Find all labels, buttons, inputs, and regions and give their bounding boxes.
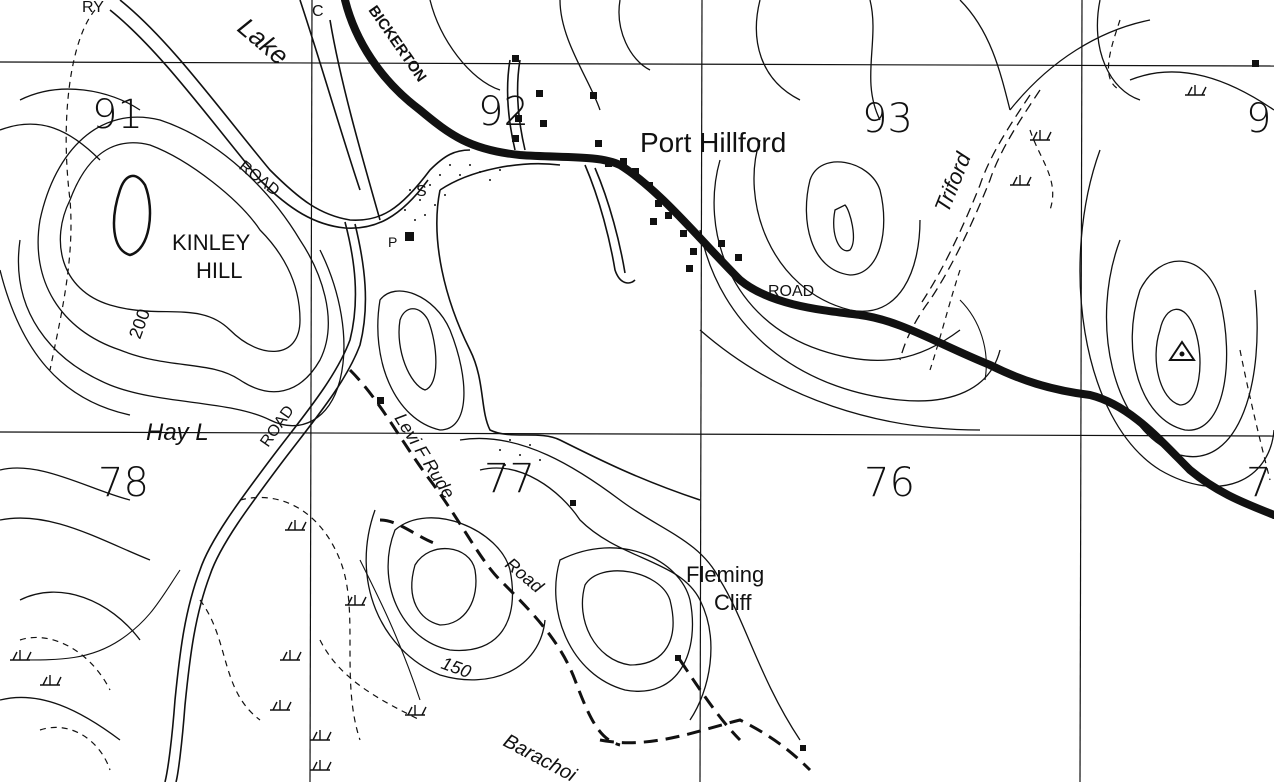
place-kinley: KINLEY [172, 230, 251, 255]
place-cliff: Cliff [714, 590, 752, 615]
place-fleming: Fleming [686, 562, 764, 587]
place-port-hillford: Port Hillford [640, 127, 786, 158]
contour-label-150: 150 [439, 653, 474, 682]
streams [19, 299, 987, 701]
trail-roads [348, 368, 812, 772]
place-barachois: Barachoi [500, 730, 581, 782]
road-label-c-top: C [312, 3, 324, 20]
grid-label-92: 92 [478, 89, 529, 135]
dashed-contours [19, 9, 1271, 771]
shoreline [299, 0, 701, 501]
road-label-corner-top: RY [82, 0, 104, 16]
beach-stipple [404, 164, 541, 466]
road-label-bickerton: BICKERTON [365, 3, 430, 86]
grid-label-76: 76 [864, 460, 915, 506]
triangulation-icon [1168, 340, 1196, 361]
road-label-levi-f-rude: Levi F Rude [391, 410, 459, 503]
road-label-road-nw: ROAD [236, 158, 283, 200]
road-label-road-levi: Road [501, 554, 548, 598]
grid-label-9-partial: 9 [1246, 96, 1271, 142]
buildings [377, 55, 1259, 751]
secondary-roads [109, 0, 636, 782]
grid-label-7-partial: 7 [1246, 460, 1271, 506]
grid-label-77: 77 [484, 456, 535, 502]
place-hay-lake: Hay L [146, 419, 209, 446]
place-lake: Lake [232, 12, 294, 71]
grid-label-91: 91 [92, 92, 143, 138]
post-office-symbol: P [388, 234, 397, 250]
main-road [341, 0, 1274, 519]
marsh-symbols [10, 85, 1207, 771]
place-hill: HILL [196, 258, 242, 283]
place-triford: Triford [929, 148, 976, 215]
school-symbol: S [416, 183, 427, 200]
triford-road [899, 89, 1041, 361]
grid-label-78: 78 [98, 460, 149, 506]
contour-lines [0, 0, 1274, 741]
road-label-road-east: ROAD [768, 283, 814, 300]
contour-label-200: 200 [125, 306, 154, 341]
grid-label-93: 93 [862, 96, 913, 142]
